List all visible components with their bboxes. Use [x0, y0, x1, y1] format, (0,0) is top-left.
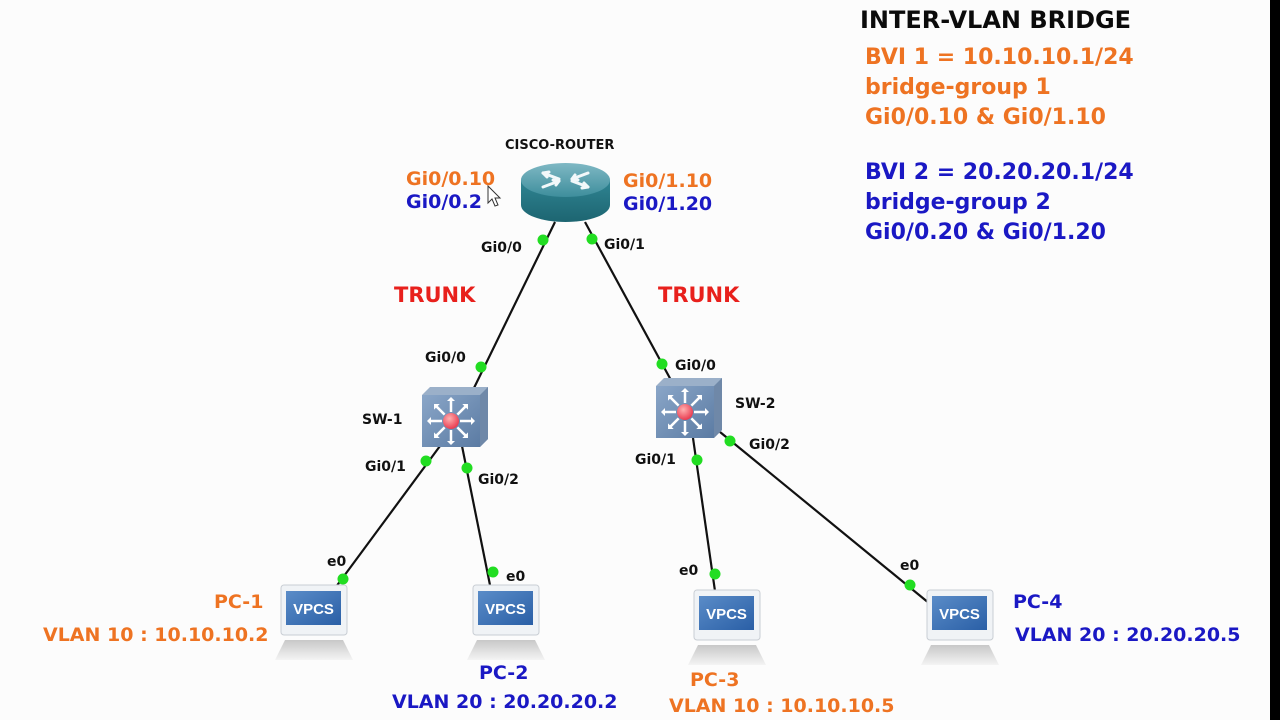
- sw1-name-label: SW-1: [362, 412, 403, 428]
- vpcs-screen-label: VPCS: [293, 601, 334, 618]
- router-subif-gi0-0-20: Gi0/0.2: [406, 191, 482, 213]
- port-status-pc3-e0-icon: [709, 568, 721, 580]
- port-status-pc1-e0-icon: [337, 573, 349, 585]
- router-port-gi0-0: Gi0/0: [481, 240, 522, 256]
- switch-sw-1[interactable]: [422, 387, 488, 447]
- pc4-vlan-ip: VLAN 20 : 20.20.20.5: [1015, 624, 1241, 646]
- links-layer: [329, 221, 936, 609]
- port-status-sw2-gi0-1-icon: [691, 454, 703, 466]
- link-access-5: [719, 431, 936, 609]
- pc-1[interactable]: VPCS: [275, 584, 353, 660]
- link-trunk-0: [472, 221, 556, 391]
- pc-2[interactable]: VPCS: [467, 584, 545, 660]
- mouse-pointer-icon: [487, 184, 502, 207]
- port-status-sw1-gi0-0-icon: [475, 361, 487, 373]
- port-status-pc4-e0-icon: [904, 579, 916, 591]
- ports-layer: [337, 233, 916, 591]
- bvi1-subinterfaces: Gi0/0.10 & Gi0/1.10: [865, 105, 1106, 130]
- pc-4[interactable]: VPCS: [921, 589, 999, 665]
- router-subif-gi0-0-10: Gi0/0.10: [406, 168, 496, 190]
- vpcs-pc-icon: VPCS: [921, 589, 999, 665]
- vpcs-screen-label: VPCS: [939, 606, 980, 623]
- port-status-router-gi0-1-icon: [586, 233, 598, 245]
- router-name-label: CISCO-ROUTER: [505, 138, 615, 153]
- sw1-port-gi0-1: Gi0/1: [365, 459, 406, 475]
- pc2-vlan-ip: VLAN 20 : 20.20.20.2: [392, 691, 618, 713]
- pc1-name-label: PC-1: [214, 591, 264, 613]
- router-subif-gi0-1-20: Gi0/1.20: [623, 193, 713, 215]
- bvi1-bridge-group: bridge-group 1: [865, 75, 1051, 100]
- sw2-port-gi0-2: Gi0/2: [749, 437, 790, 453]
- port-status-sw2-gi0-0-icon: [656, 358, 668, 370]
- multilayer-switch-icon: [656, 378, 722, 438]
- vpcs-screen-label: VPCS: [485, 601, 526, 618]
- pc3-port-e0: e0: [679, 563, 699, 579]
- bvi2-bridge-group: bridge-group 2: [865, 190, 1051, 215]
- bvi1-address: BVI 1 = 10.10.10.1/24: [865, 45, 1134, 70]
- link-trunk-1: [584, 221, 673, 383]
- vpcs-screen-label: VPCS: [706, 606, 747, 623]
- router-icon: [521, 163, 610, 222]
- pc-3[interactable]: VPCS: [688, 589, 766, 665]
- vpcs-pc-icon: VPCS: [275, 584, 353, 660]
- router-subif-gi0-1-10: Gi0/1.10: [623, 170, 713, 192]
- pc2-name-label: PC-2: [479, 662, 529, 684]
- router-port-gi0-1: Gi0/1: [604, 237, 645, 253]
- vpcs-pc-icon: VPCS: [467, 584, 545, 660]
- vpcs-pc-icon: VPCS: [688, 589, 766, 665]
- bvi2-subinterfaces: Gi0/0.20 & Gi0/1.20: [865, 220, 1106, 245]
- sw1-port-gi0-0: Gi0/0: [425, 350, 466, 366]
- port-status-sw1-gi0-1-icon: [420, 455, 432, 467]
- pc1-port-e0: e0: [327, 554, 347, 570]
- switch-sw-2[interactable]: [656, 378, 722, 438]
- sw2-name-label: SW-2: [735, 396, 776, 412]
- sw2-port-gi0-1: Gi0/1: [635, 452, 676, 468]
- pc4-name-label: PC-4: [1013, 591, 1063, 613]
- sw1-port-gi0-2: Gi0/2: [478, 472, 519, 488]
- port-status-router-gi0-0-icon: [537, 234, 549, 246]
- trunk-label-left: TRUNK: [394, 283, 476, 307]
- pc3-name-label: PC-3: [690, 669, 740, 691]
- right-edge-bar: [1270, 0, 1280, 720]
- pc2-port-e0: e0: [506, 569, 526, 585]
- multilayer-switch-icon: [422, 387, 488, 447]
- sw2-port-gi0-0: Gi0/0: [675, 358, 716, 374]
- trunk-label-right: TRUNK: [658, 283, 740, 307]
- info-title: INTER-VLAN BRIDGE: [860, 6, 1132, 34]
- link-access-2: [329, 445, 441, 596]
- port-status-pc2-e0-icon: [487, 566, 499, 578]
- pc3-vlan-ip: VLAN 10 : 10.10.10.5: [669, 695, 895, 717]
- pc1-vlan-ip: VLAN 10 : 10.10.10.2: [43, 624, 269, 646]
- port-status-sw2-gi0-2-icon: [724, 435, 736, 447]
- pc4-port-e0: e0: [900, 558, 920, 574]
- cisco-router[interactable]: [521, 163, 610, 222]
- bvi2-address: BVI 2 = 20.20.20.1/24: [865, 160, 1134, 185]
- port-status-sw1-gi0-2-icon: [461, 462, 473, 474]
